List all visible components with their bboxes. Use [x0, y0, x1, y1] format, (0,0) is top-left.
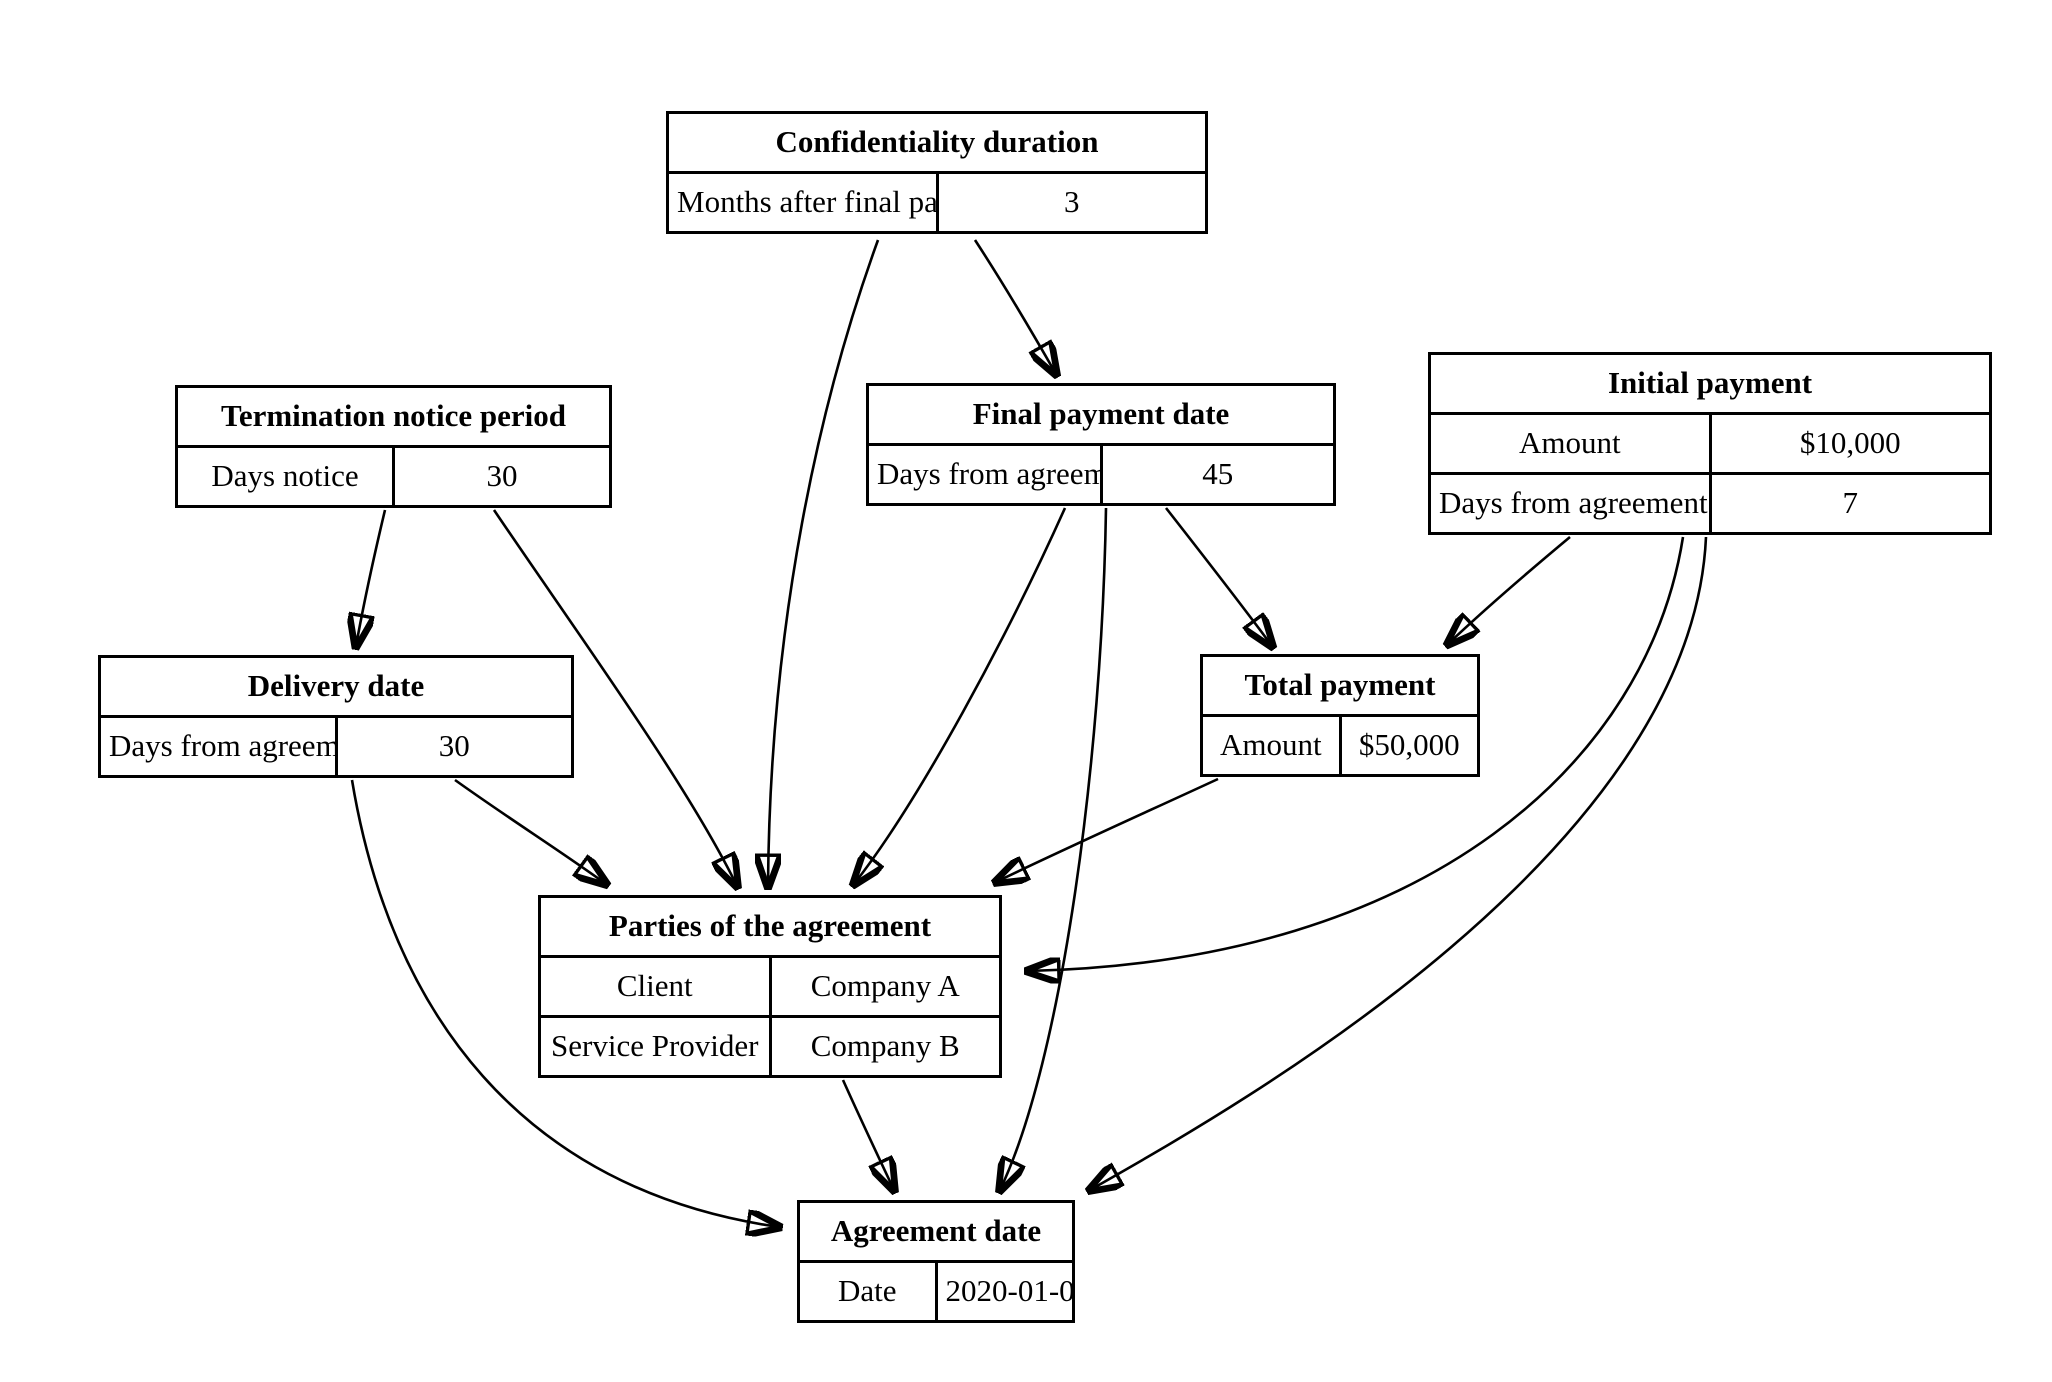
edge-final-payment-to-total-payment	[1164, 507, 1272, 646]
edge-termination-to-delivery	[356, 509, 387, 646]
field-value: Company A	[768, 955, 1002, 1018]
node-confidentiality-duration: Confidentiality duration Months after fi…	[666, 111, 1208, 234]
node-parties-of-the-agreement: Parties of the agreement Client Company …	[538, 895, 1002, 1078]
edge-parties-to-agreement	[841, 1079, 894, 1190]
edge-total-payment-to-parties	[996, 777, 1219, 882]
field-value: 7	[1708, 472, 1992, 535]
node-termination-notice-period: Termination notice period Days notice 30	[175, 385, 612, 508]
field-label: Client	[538, 955, 772, 1018]
node-delivery-date: Delivery date Days from agreement date 3…	[98, 655, 574, 778]
field-value: $50,000	[1338, 714, 1480, 777]
node-total-payment: Total payment Amount $50,000	[1200, 654, 1480, 777]
node-title: Initial payment	[1428, 352, 1992, 415]
edge-final-payment-to-agreement	[1000, 507, 1108, 1190]
node-title: Delivery date	[98, 655, 574, 718]
node-title: Confidentiality duration	[666, 111, 1208, 174]
edge-termination-to-parties	[492, 509, 737, 886]
edge-final-payment-to-parties	[854, 507, 1067, 884]
edge-initial-payment-to-agreement	[1090, 536, 1708, 1190]
node-title: Agreement date	[797, 1200, 1075, 1263]
field-value: 45	[1099, 443, 1336, 506]
edge-initial-payment-to-parties	[1028, 536, 1685, 971]
field-label: Months after final payment date	[666, 171, 939, 234]
node-agreement-date: Agreement date Date 2020-01-01	[797, 1200, 1075, 1323]
field-value: 30	[334, 715, 574, 778]
field-label: Date	[797, 1260, 938, 1323]
field-value: 30	[392, 445, 612, 508]
node-initial-payment: Initial payment Amount $10,000 Days from…	[1428, 352, 1992, 535]
node-title: Final payment date	[866, 383, 1336, 446]
field-value: 2020-01-01	[934, 1260, 1075, 1323]
edge-delivery-to-agreement	[350, 779, 779, 1227]
field-value: 3	[935, 171, 1208, 234]
field-label: Days from agreement date	[1428, 472, 1712, 535]
node-title: Parties of the agreement	[538, 895, 1002, 958]
edge-confidentiality-to-final-payment	[973, 239, 1056, 374]
field-label: Amount	[1200, 714, 1342, 777]
field-label: Amount	[1428, 412, 1712, 475]
field-label: Days from agreement date	[866, 443, 1103, 506]
node-title: Total payment	[1200, 654, 1480, 717]
field-label: Days from agreement date	[98, 715, 338, 778]
field-value: $10,000	[1708, 412, 1992, 475]
node-title: Termination notice period	[175, 385, 612, 448]
field-label: Days notice	[175, 445, 395, 508]
field-value: Company B	[768, 1015, 1002, 1078]
edge-initial-payment-to-total-payment	[1448, 536, 1571, 644]
field-label: Service Provider	[538, 1015, 772, 1078]
node-final-payment-date: Final payment date Days from agreement d…	[866, 383, 1336, 506]
edge-delivery-to-parties	[454, 778, 606, 884]
edge-confidentiality-to-parties	[768, 239, 880, 886]
